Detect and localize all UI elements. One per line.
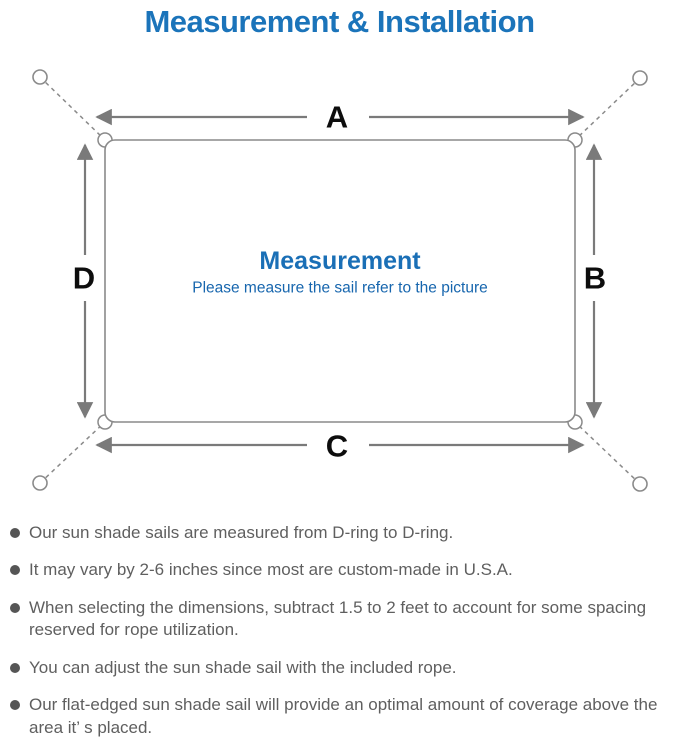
- note-item: It may vary by 2-6 inches since most are…: [10, 559, 675, 581]
- dimension-arrows: [76, 108, 603, 454]
- bullet-icon: [10, 528, 20, 538]
- note-item: Our flat-edged sun shade sail will provi…: [10, 694, 675, 739]
- bullet-icon: [10, 662, 20, 673]
- notes-list: Our sun shade sails are measured from D-…: [0, 522, 679, 739]
- bullet-icon: [10, 602, 20, 613]
- rope-bottom-right: [574, 421, 641, 485]
- measurement-diagram: A C D B Measurement Please measure the s…: [0, 50, 679, 510]
- rope-top-left: [39, 76, 106, 141]
- rope-bottom-left: [39, 421, 106, 484]
- note-text: Our sun shade sails are measured from D-…: [29, 523, 454, 542]
- sail-diagram-svg: A C D B Measurement Please measure the s…: [32, 69, 648, 492]
- note-item: When selecting the dimensions, subtract …: [10, 597, 675, 642]
- anchor-rings: [32, 69, 648, 492]
- rope-top-right: [574, 77, 641, 141]
- note-text: When selecting the dimensions, subtract …: [29, 597, 647, 640]
- diagram-subtext: Please measure the sail refer to the pic…: [192, 280, 488, 297]
- note-item: Our sun shade sails are measured from D-…: [10, 522, 675, 544]
- note-text: You can adjust the sun shade sail with t…: [29, 657, 457, 677]
- dim-label-b: B: [584, 261, 606, 296]
- dim-label-d: D: [73, 261, 95, 296]
- note-item: You can adjust the sun shade sail with t…: [10, 657, 675, 679]
- anchor-ring-icon: [32, 69, 48, 85]
- anchor-ring-icon: [632, 70, 648, 86]
- anchor-rope-lines: [39, 76, 641, 485]
- note-text: Our flat-edged sun shade sail will provi…: [29, 695, 658, 737]
- diagram-heading: Measurement: [259, 247, 421, 275]
- anchor-ring-icon: [632, 476, 648, 492]
- note-text: It may vary by 2-6 inches since most are…: [29, 560, 513, 580]
- sail-rectangle: [104, 139, 576, 423]
- anchor-ring-icon: [32, 475, 48, 491]
- bullet-icon: [10, 700, 20, 711]
- dim-label-c: C: [326, 429, 348, 464]
- dim-label-a: A: [326, 100, 348, 135]
- page-title: Measurement & Installation: [144, 4, 535, 39]
- bullet-icon: [10, 565, 20, 576]
